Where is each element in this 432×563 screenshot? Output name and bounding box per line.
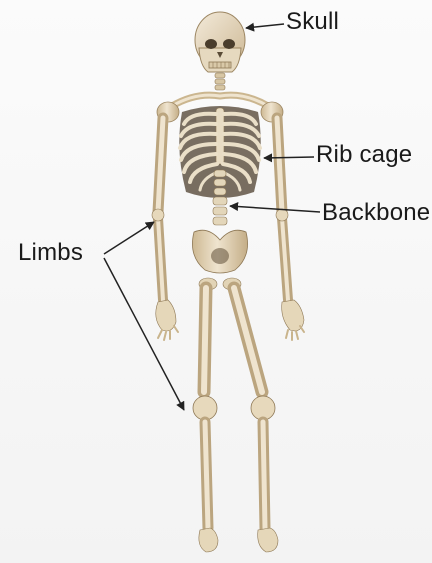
limbs-pointer-leg	[104, 258, 184, 410]
limbs-pointer-arm	[104, 222, 154, 254]
skull	[195, 12, 245, 72]
backbone-label: Backbone	[322, 201, 432, 225]
pelvis	[192, 230, 247, 290]
rib-cage-label: Rib cage	[316, 143, 412, 167]
backbone-pointer	[230, 206, 320, 212]
limbs-label: Limbs	[18, 241, 83, 265]
skull-label: Skull	[286, 10, 339, 34]
rib-cage-pointer	[264, 157, 314, 158]
legs	[193, 288, 278, 552]
neck	[215, 73, 225, 90]
skull-pointer	[246, 24, 284, 28]
